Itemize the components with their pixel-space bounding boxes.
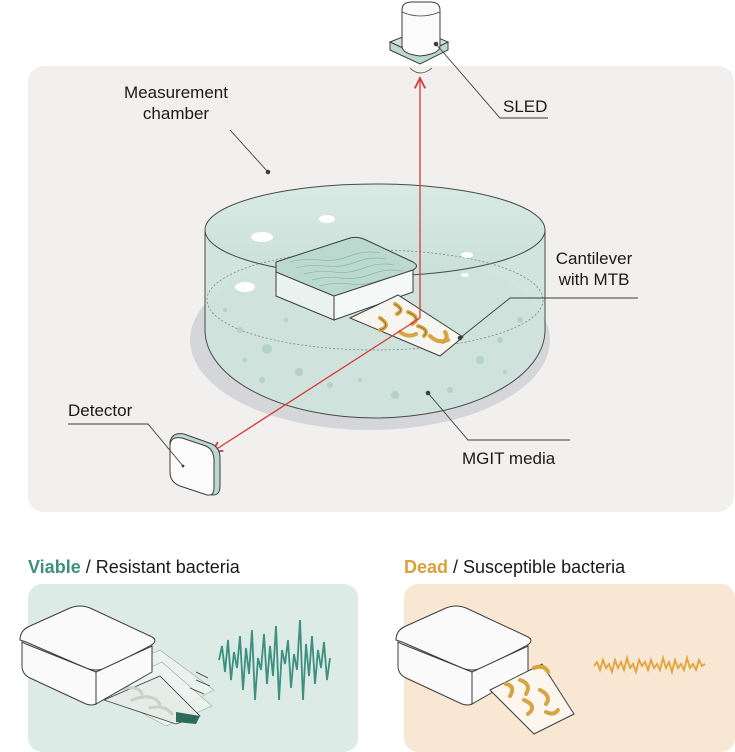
- viable-waveform: [218, 619, 331, 701]
- measurement-chamber-label: Measurement chamber: [106, 82, 246, 124]
- cantilever-label-line2: with MTB: [558, 270, 630, 289]
- viable-caption-rest: / Resistant bacteria: [80, 557, 240, 577]
- viable-keyword: Viable: [28, 557, 81, 577]
- sled-label: SLED: [503, 97, 548, 116]
- cantilever-chip: [275, 236, 464, 357]
- detector-label: Detector: [68, 401, 133, 420]
- detector: [169, 433, 221, 496]
- cantilever-label-line1: Cantilever: [555, 249, 633, 268]
- dead-keyword: Dead: [404, 557, 449, 577]
- measurement-chamber-label-line2: chamber: [142, 104, 210, 123]
- dead-caption: Dead / Susceptible bacteria: [404, 557, 625, 578]
- leader-lines: [68, 41, 638, 467]
- laser-beams: [212, 78, 420, 452]
- measurement-chamber-label-line1: Measurement: [124, 83, 228, 102]
- dead-chip: [395, 605, 575, 735]
- sled-source: [388, 1, 450, 74]
- viable-caption: Viable / Resistant bacteria: [28, 557, 240, 578]
- viable-chip: [19, 605, 215, 727]
- cantilever-label: Cantilever with MTB: [548, 248, 640, 290]
- mgit-media-label: MGIT media: [462, 449, 556, 468]
- dead-caption-rest: / Susceptible bacteria: [448, 557, 626, 577]
- dead-waveform: [593, 654, 706, 676]
